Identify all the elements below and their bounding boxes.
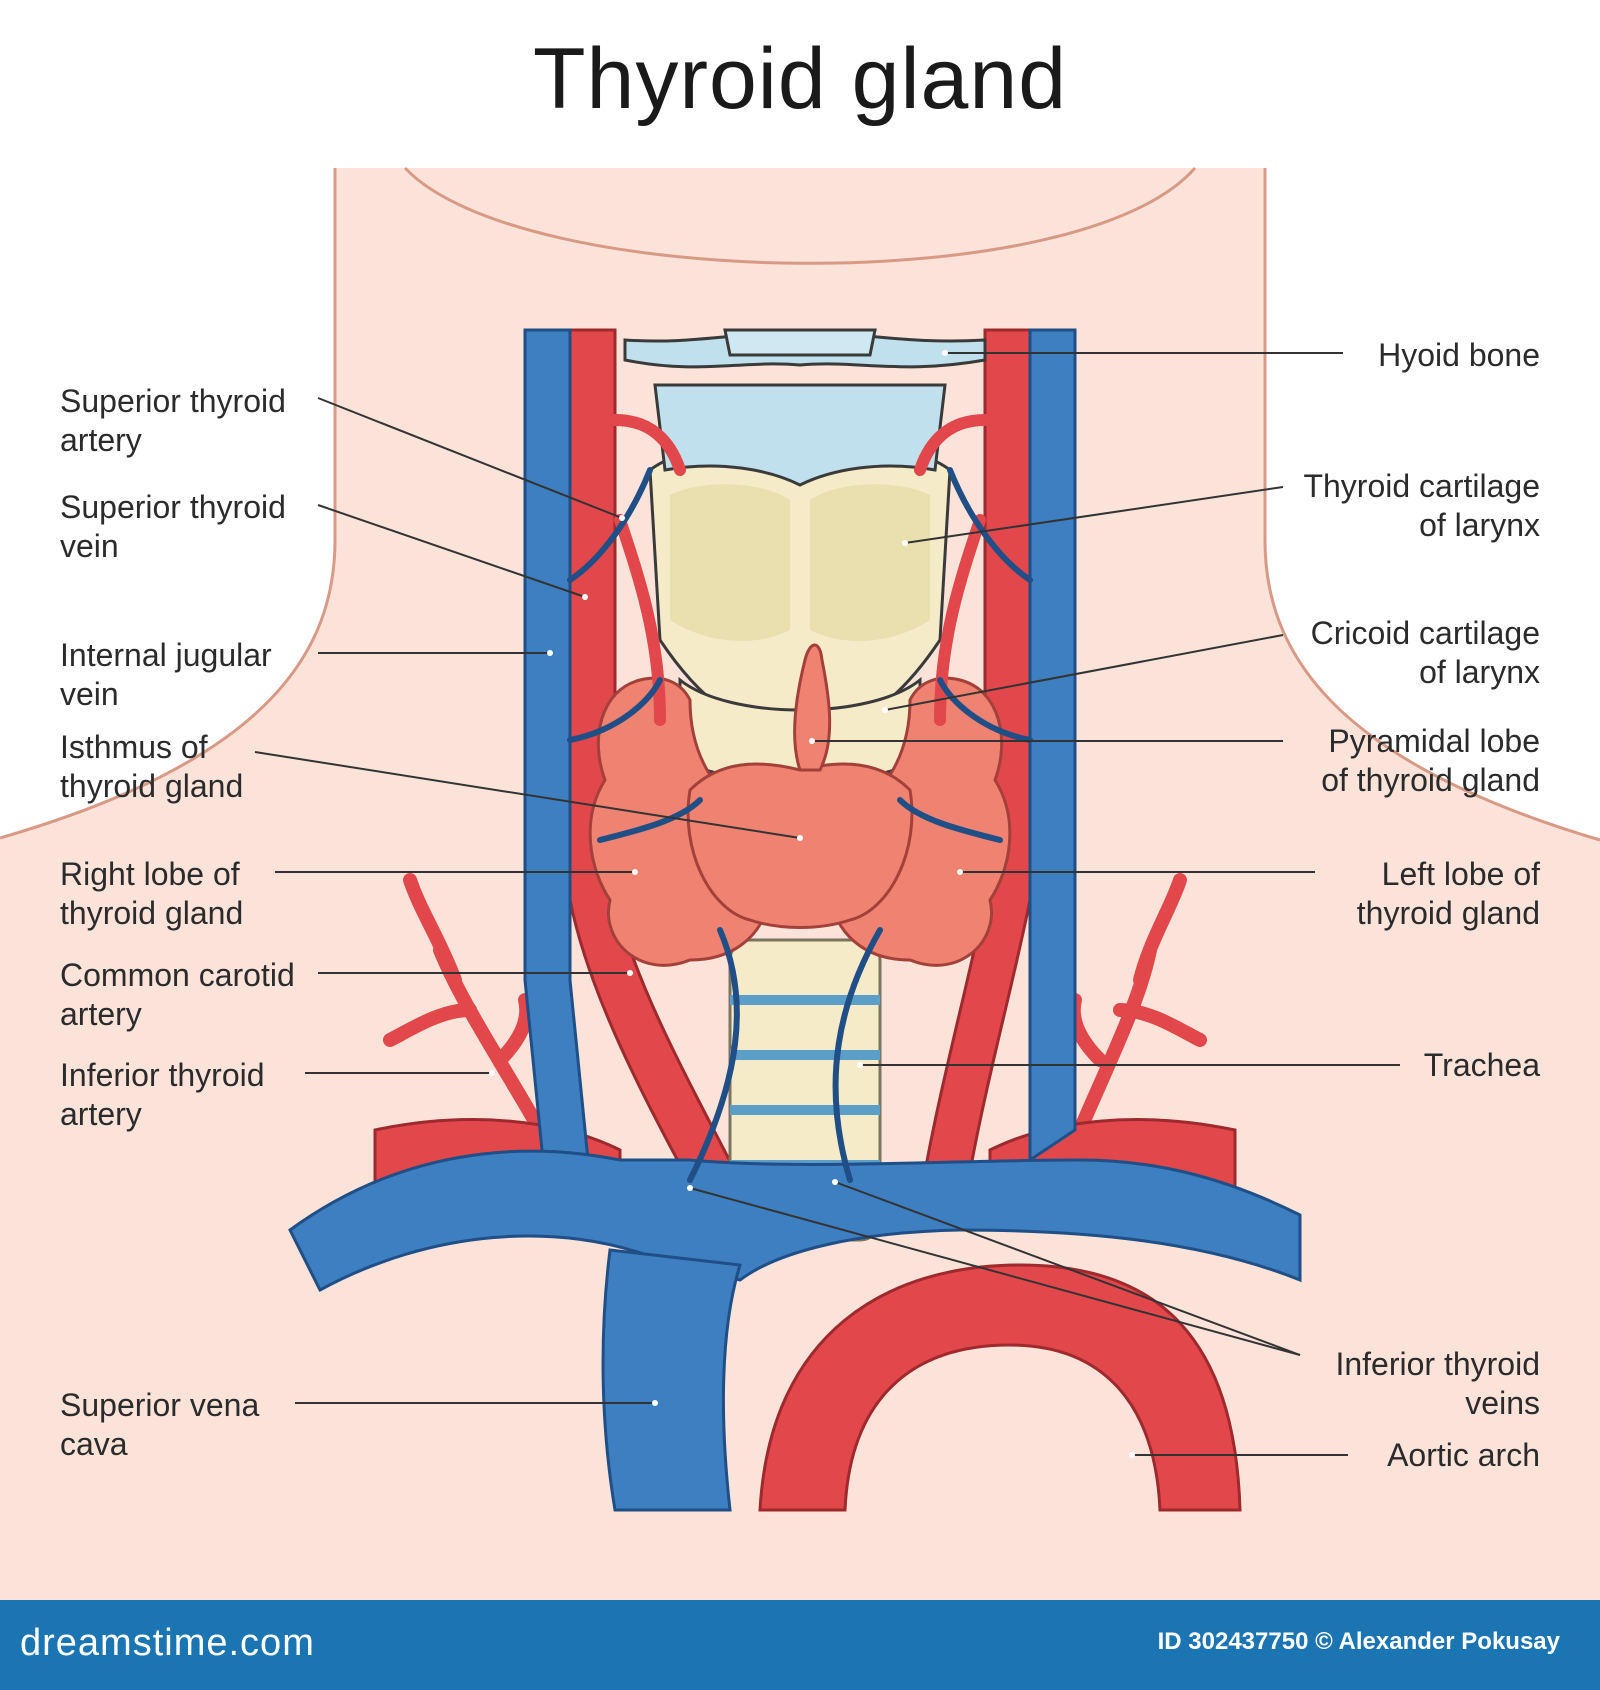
isthmus-shape: [686, 762, 914, 929]
neck-outline-left: [0, 168, 337, 840]
image-credit: ID 302437750 © Alexander Pokusay: [1157, 1628, 1560, 1655]
subclavian-branches: [383, 873, 1207, 1137]
aortic-arch-shape: [758, 1263, 1242, 1512]
thyroid-gland: [588, 643, 1012, 967]
inferior-thyroid-veins-lines: [687, 927, 883, 1183]
neck-anatomy-illustration: [0, 166, 1600, 1600]
neck-outline-right: [1263, 168, 1600, 842]
footer-bar: dreamstime.com ID 302437750 © Alexander …: [0, 1600, 1600, 1690]
superior-thyroid-veins: [567, 467, 1033, 843]
superior-thyroid-arteries: [609, 414, 991, 726]
thyroid-cartilage-plate-right: [810, 484, 930, 641]
label-hyoid-bone: Hyoid bone: [1378, 337, 1540, 373]
left-internal-jugular: [1028, 328, 1077, 1163]
diagram-title: Thyroid gland: [532, 31, 1068, 127]
thyroid-cartilage-plate-left: [670, 484, 790, 641]
hyoid-body: [723, 328, 877, 357]
superior-vena-cava-shape: [601, 1248, 742, 1512]
brand-logo[interactable]: dreamstime.com: [20, 1622, 315, 1664]
pyramidal-lobe-shape: [793, 643, 832, 772]
thyrohyoid-membrane: [653, 383, 947, 487]
leader-dots: [489, 350, 1135, 1458]
label-aortic-arch: Aortic arch: [1387, 1437, 1540, 1473]
jaw-line: [403, 166, 1197, 265]
label-trachea: Trachea: [1423, 1047, 1540, 1083]
leader-lines: [254, 352, 1400, 1456]
